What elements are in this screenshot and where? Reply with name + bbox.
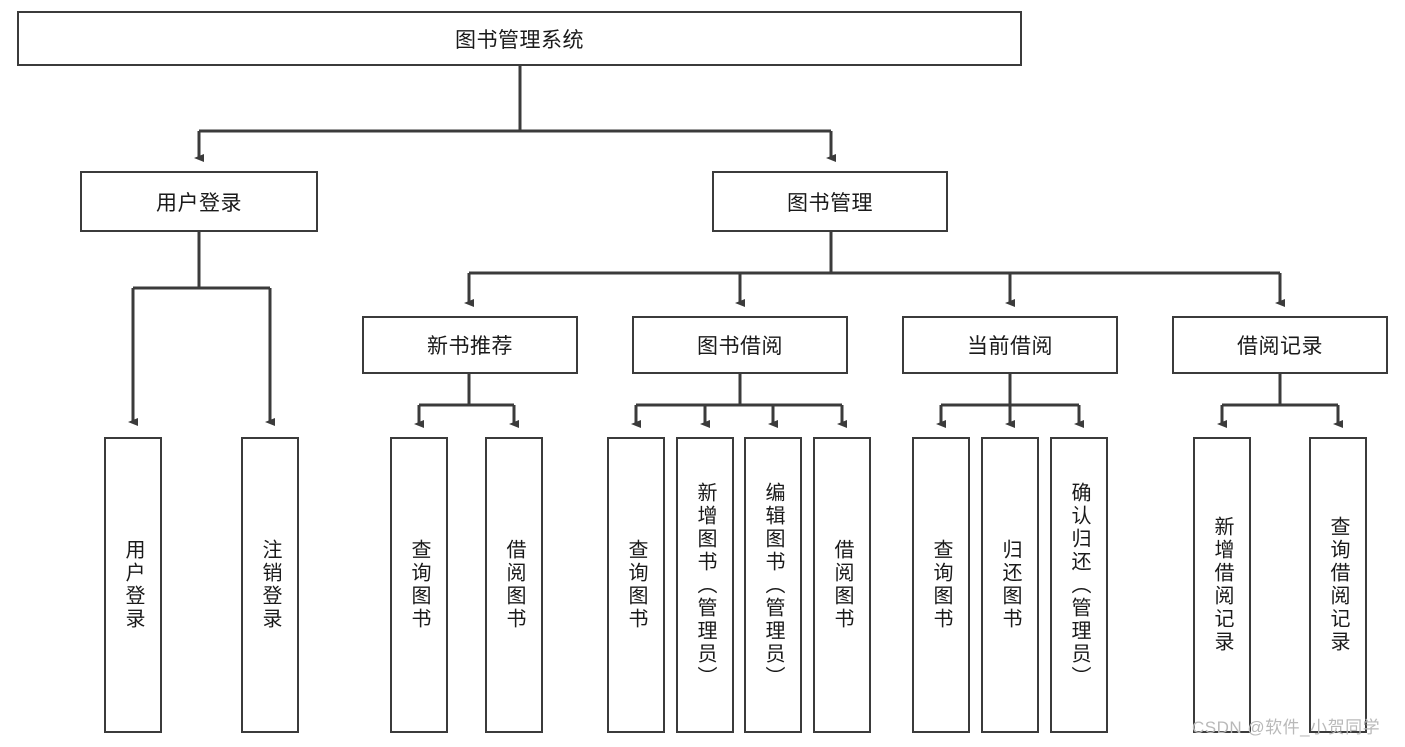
leaf-borrow-book[interactable]: 借阅图书 [813,437,871,733]
leaf-logout-login[interactable]: 注销登录 [241,437,299,733]
node-label: 确认归还（管理员） [1068,481,1090,689]
node-label: 查询图书 [408,539,430,631]
leaf-add-book-admin[interactable]: 新增图书（管理员） [676,437,734,733]
csdn-watermark: CSDN @软件_小贺同学 [1192,718,1381,737]
node-user-login[interactable]: 用户登录 [80,171,318,232]
node-label: 查询借阅记录 [1327,516,1349,654]
node-current-borrow[interactable]: 当前借阅 [902,316,1118,374]
leaf-borrow-book-recommend[interactable]: 借阅图书 [485,437,543,733]
leaf-confirm-return-admin[interactable]: 确认归还（管理员） [1050,437,1108,733]
node-label: 借阅记录 [1237,335,1323,358]
node-new-book-recommend[interactable]: 新书推荐 [362,316,578,374]
node-label: 用户登录 [156,191,242,215]
node-borrow-record[interactable]: 借阅记录 [1172,316,1388,374]
node-label: 新增借阅记录 [1211,516,1233,654]
leaf-add-borrow-record[interactable]: 新增借阅记录 [1193,437,1251,733]
node-label: 归还图书 [999,539,1021,631]
leaf-query-borrow-record[interactable]: 查询借阅记录 [1309,437,1367,733]
node-label: 编辑图书（管理员） [762,481,784,689]
node-book-borrow[interactable]: 图书借阅 [632,316,848,374]
node-book-manage[interactable]: 图书管理 [712,171,948,232]
node-label: 借阅图书 [503,539,525,631]
node-label: 借阅图书 [831,539,853,631]
node-label: 新书推荐 [427,335,513,358]
node-label: 用户登录 [122,539,144,631]
node-label: 查询图书 [930,539,952,631]
leaf-query-book-borrow[interactable]: 查询图书 [607,437,665,733]
node-label: 注销登录 [259,539,281,631]
node-label: 新增图书（管理员） [694,481,716,689]
leaf-return-book[interactable]: 归还图书 [981,437,1039,733]
leaf-query-book-recommend[interactable]: 查询图书 [390,437,448,733]
leaf-edit-book-admin[interactable]: 编辑图书（管理员） [744,437,802,733]
node-label: 图书管理系统 [455,28,584,52]
node-root-system[interactable]: 图书管理系统 [17,11,1022,66]
node-label: 查询图书 [625,539,647,631]
leaf-query-book-current[interactable]: 查询图书 [912,437,970,733]
leaf-user-login[interactable]: 用户登录 [104,437,162,733]
node-label: 图书管理 [787,191,873,215]
node-label: 当前借阅 [967,335,1053,358]
node-label: 图书借阅 [697,335,783,358]
